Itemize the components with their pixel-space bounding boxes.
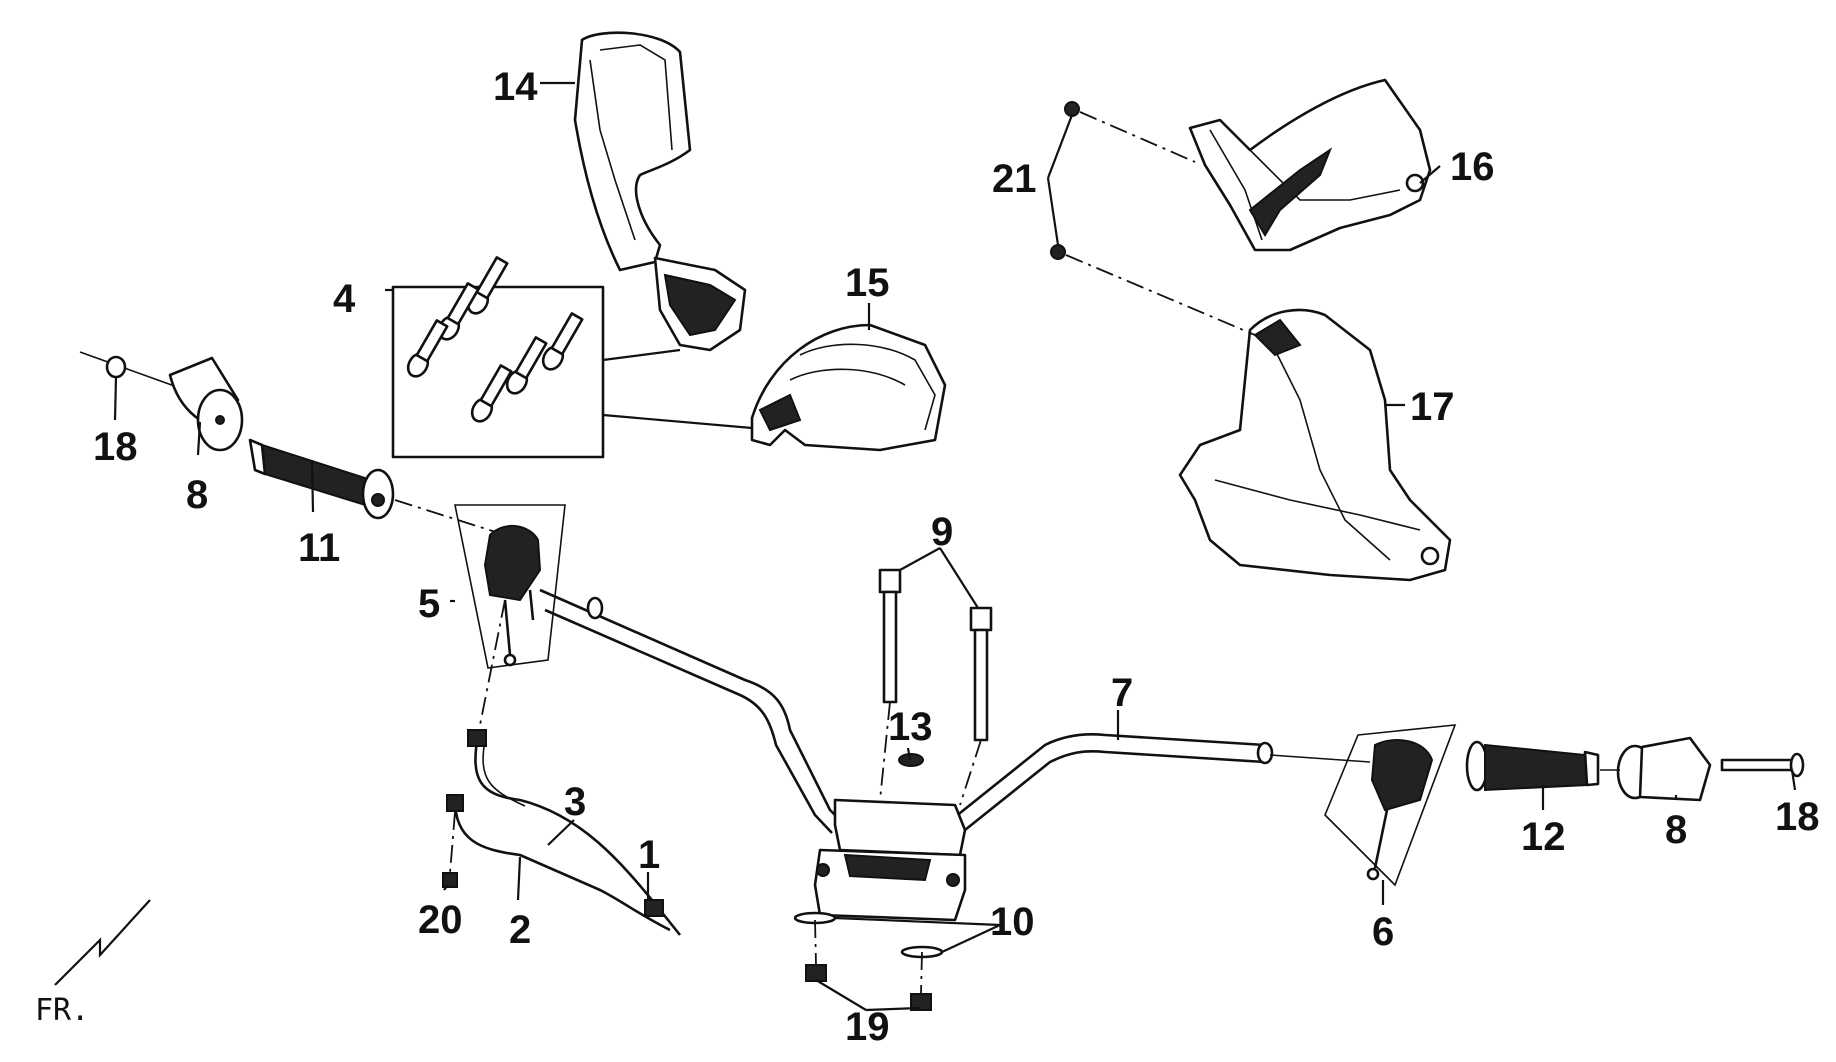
front-arrow-icon bbox=[54, 899, 151, 986]
callout-8-right: 8 bbox=[1665, 808, 1687, 852]
callout-18-right: 18 bbox=[1775, 795, 1820, 839]
left-bar-end-assembly bbox=[79, 351, 506, 536]
part-4-screw-kit bbox=[391, 256, 753, 459]
callout-10: 10 bbox=[990, 900, 1035, 944]
callout-15: 15 bbox=[845, 261, 890, 305]
part-14-left-handguard bbox=[573, 31, 747, 352]
callout-2: 2 bbox=[509, 908, 531, 952]
callout-8-left: 8 bbox=[186, 473, 208, 517]
screw-set bbox=[406, 256, 584, 423]
front-label: FR. bbox=[35, 993, 89, 1028]
callout-20: 20 bbox=[418, 898, 463, 942]
part-18-right-bolt bbox=[1720, 752, 1805, 778]
part-6-right-switch bbox=[1324, 724, 1457, 887]
callout-6: 6 bbox=[1372, 910, 1394, 954]
leader-lines bbox=[113, 81, 1797, 905]
part-7-handlebar bbox=[539, 588, 1371, 834]
part-11-left-grip bbox=[248, 438, 395, 520]
part-12-right-grip bbox=[1465, 740, 1600, 792]
callout-14: 14 bbox=[493, 65, 538, 109]
callout-18-left: 18 bbox=[93, 425, 138, 469]
part-8-right-weight bbox=[1616, 736, 1712, 802]
callout-21: 21 bbox=[992, 157, 1037, 201]
callout-17: 17 bbox=[1410, 385, 1455, 429]
part-15-handguard-bracket bbox=[750, 323, 947, 452]
part-10-washers bbox=[793, 911, 1001, 959]
callout-16: 16 bbox=[1450, 145, 1495, 189]
handlebar-clamp bbox=[813, 798, 967, 922]
callout-labels: 14 15 4 18 8 11 5 7 9 13 3 1 2 20 10 19 … bbox=[93, 65, 1820, 1049]
callout-19: 19 bbox=[845, 1005, 890, 1049]
callout-12: 12 bbox=[1521, 815, 1566, 859]
callout-13: 13 bbox=[888, 705, 933, 749]
callout-11: 11 bbox=[298, 526, 340, 570]
part-1-junction bbox=[644, 899, 664, 917]
callout-4: 4 bbox=[333, 277, 356, 321]
callout-1: 1 bbox=[638, 833, 660, 877]
part-20-clip bbox=[442, 872, 458, 888]
part-18-left-bolt bbox=[105, 355, 127, 379]
cables-assembly bbox=[442, 599, 682, 936]
callout-3: 3 bbox=[564, 780, 586, 824]
callout-5: 5 bbox=[418, 582, 440, 626]
callout-7: 7 bbox=[1111, 671, 1133, 715]
part-19-nuts bbox=[805, 919, 932, 1012]
part-16-right-handguard-upper bbox=[1188, 78, 1432, 252]
callout-9: 9 bbox=[931, 510, 953, 554]
part-9-bolts bbox=[878, 547, 993, 806]
part-13-spring bbox=[898, 753, 924, 767]
part-5-left-switch bbox=[454, 504, 566, 669]
part-17-right-handguard-lower bbox=[1178, 308, 1452, 582]
front-direction-indicator: FR. bbox=[35, 899, 151, 1028]
